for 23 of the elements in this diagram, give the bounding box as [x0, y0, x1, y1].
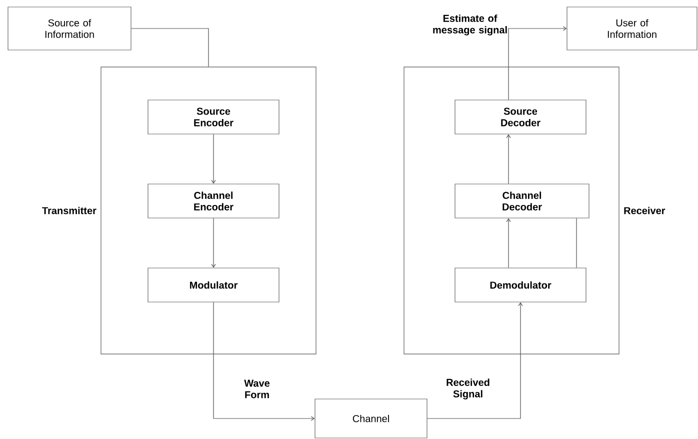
process-box: Source Encoder [148, 100, 280, 134]
arrow [508, 26, 567, 100]
edge-label: Received Signal [446, 378, 490, 400]
arrow [506, 218, 511, 268]
arrow [427, 302, 523, 419]
block-frame [404, 66, 620, 354]
process-box: User of Information [566, 6, 698, 50]
process-box: Channel [314, 398, 428, 438]
arrow [211, 134, 216, 184]
process-box: Source of Information [8, 6, 132, 50]
edge-label: Estimate of message signal [433, 14, 507, 36]
block-frame [100, 66, 316, 354]
process-box: Source Decoder [454, 100, 586, 134]
arrow [213, 302, 315, 421]
process-box: Channel Encoder [148, 184, 280, 218]
process-box: Modulator [148, 268, 280, 302]
arrow [506, 134, 511, 184]
process-box: Channel Decoder [454, 184, 590, 218]
process-box: Demodulator [454, 268, 586, 302]
frame-label: Transmitter [42, 206, 96, 214]
frame-label: Receiver [624, 206, 666, 214]
arrow [211, 218, 216, 268]
edge-label: Wave Form [244, 380, 270, 398]
